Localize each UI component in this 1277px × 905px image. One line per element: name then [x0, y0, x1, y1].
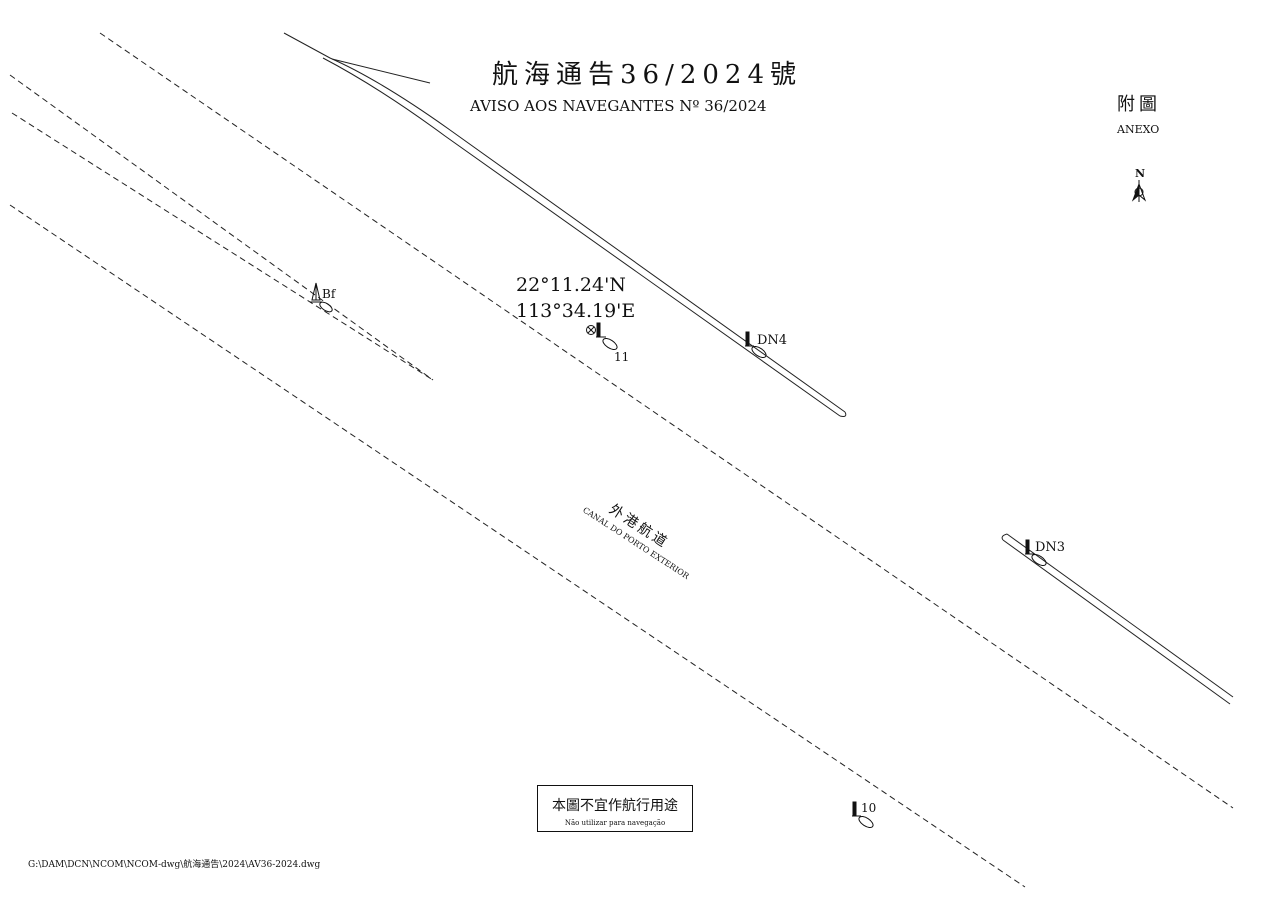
leading-line-2 [11, 112, 434, 381]
breakwater-south-outer [1006, 533, 1234, 698]
warning-portuguese: Não utilizar para navegação [564, 819, 666, 827]
bf-symbol [310, 282, 333, 313]
annex-label-portuguese: ANEXO [1117, 123, 1160, 136]
channel-boundary-lower [9, 204, 1026, 888]
dn4-symbol [745, 331, 767, 358]
dn3-symbol [1025, 539, 1047, 566]
breakwater-north-cap [839, 411, 847, 417]
latitude-label: 22°11.24'N [516, 274, 626, 296]
jetty-spur [331, 58, 431, 84]
buoy-dn4-label: DN4 [757, 333, 788, 348]
channel-boundary-upper [99, 32, 1234, 809]
annex-label-chinese: 附圖 [1117, 94, 1161, 115]
notice-title-portuguese: AVISO AOS NAVEGANTES Nº 36/2024 [470, 97, 767, 115]
breakwater-north-outer [283, 32, 846, 413]
north-arrow-icon [1131, 180, 1147, 202]
breakwater-south-inner [1002, 539, 1231, 705]
longitude-label: 113°34.19'E [516, 300, 636, 322]
buoy-10-label: 10 [861, 801, 877, 815]
buoy-11-symbol [586, 322, 618, 350]
buoy-dn3-label: DN3 [1035, 540, 1066, 555]
breakwater-south-cap [1001, 533, 1008, 541]
breakwater-north-inner [322, 57, 841, 417]
file-path: G:\DAM\DCN\NCOM\NCOM-dwg\航海通告\2024\AV36-… [28, 860, 321, 870]
buoy-11-label: 11 [614, 350, 630, 364]
notice-title-chinese: 航海通告36/2024號 [492, 60, 803, 90]
buoy-bf-label: Bf [322, 287, 336, 301]
warning-chinese: 本圖不宜作航行用途 [552, 798, 678, 814]
buoy-10-symbol [852, 801, 874, 828]
leading-line-1 [9, 74, 434, 381]
north-label: N [1135, 167, 1146, 180]
navigation-warning-box: 本圖不宜作航行用途 Não utilizar para navegação [537, 785, 693, 832]
